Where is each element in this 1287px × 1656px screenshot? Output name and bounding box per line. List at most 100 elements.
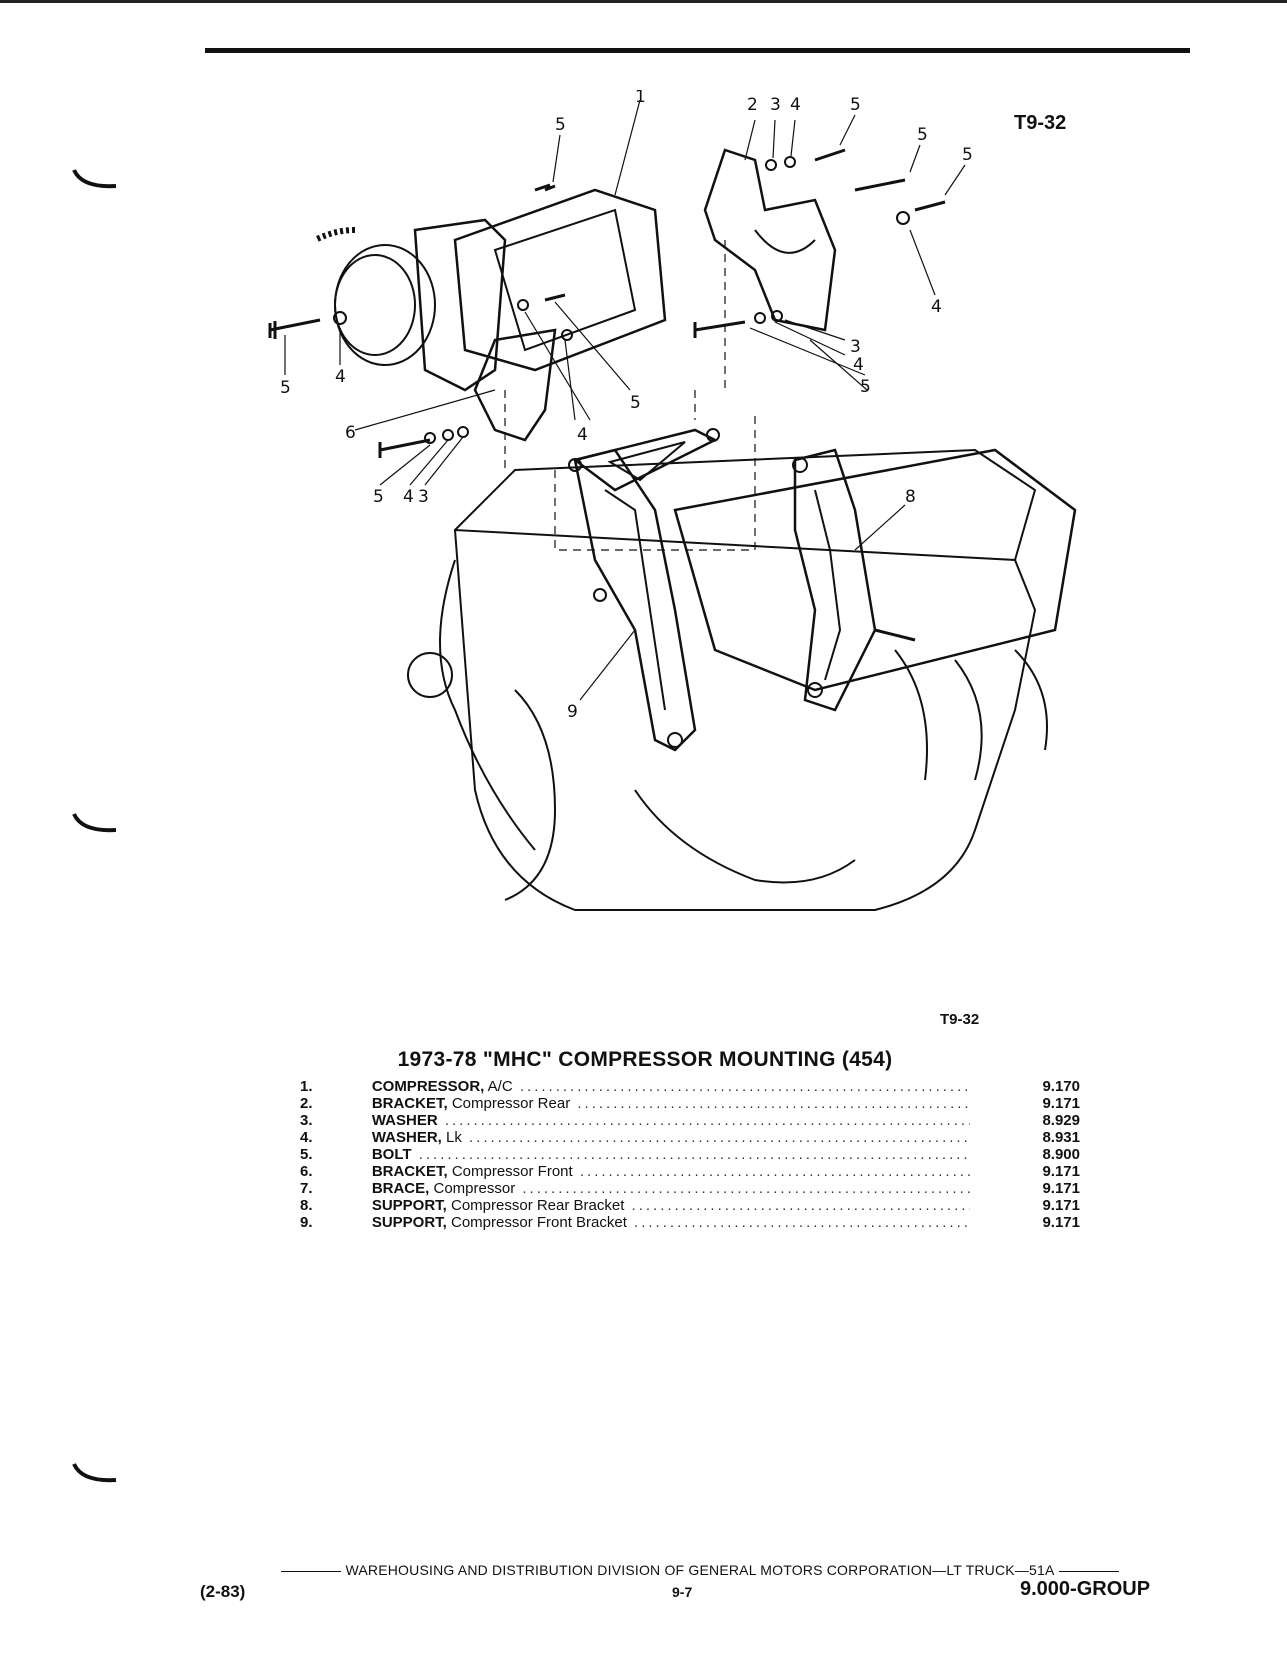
callout-5g: 5 xyxy=(860,377,871,397)
callout-4c: 4 xyxy=(335,367,346,387)
callout-3a: 3 xyxy=(770,95,781,115)
bolts xyxy=(268,148,946,458)
part-name: WASHER, xyxy=(371,1129,442,1146)
compressor-front-bracket xyxy=(473,328,557,442)
top-rule xyxy=(205,48,1190,53)
part-name: BRACKET, xyxy=(371,1163,448,1180)
part-description: WASHER .................................… xyxy=(372,1112,970,1129)
callout-6: 6 xyxy=(345,423,356,443)
callout-3b: 3 xyxy=(850,337,861,357)
rear-bracket-support xyxy=(792,448,916,712)
part-reference: 8.900 xyxy=(1042,1146,1080,1163)
callout-5a: 5 xyxy=(850,95,861,115)
callout-5e: 5 xyxy=(280,378,291,398)
footer-publisher-text: WAREHOUSING AND DISTRIBUTION DIVISION OF… xyxy=(345,1562,1055,1578)
part-description: BRACKET, Compressor Front ..............… xyxy=(372,1163,970,1180)
part-description: COMPRESSOR, A/C ........................… xyxy=(372,1078,970,1095)
footer-group: 9.000-GROUP xyxy=(1020,1578,1151,1600)
part-number: 4. xyxy=(300,1129,313,1146)
part-detail: Compressor Rear xyxy=(447,1095,571,1112)
part-description: WASHER, Lk .............................… xyxy=(372,1129,970,1146)
engine-block xyxy=(407,448,1077,911)
parts-list-item: 1. COMPRESSOR, A/C ......................… xyxy=(300,1078,1080,1095)
washers xyxy=(333,156,910,444)
parts-list-item: 3. WASHER ...............................… xyxy=(300,1112,1080,1129)
parts-list-item: 9. SUPPORT, Compressor Front Bracket ....… xyxy=(300,1214,1080,1231)
part-reference: 8.929 xyxy=(1042,1112,1080,1129)
parts-list-item: 7. BRACE, Compressor ....................… xyxy=(300,1180,1080,1197)
callout-numbers: 1 2 3 4 5 5 5 5 4 5 4 6 4 5 3 4 5 5 4 3 … xyxy=(280,90,973,722)
compressor-brace xyxy=(572,428,720,492)
part-number: 9. xyxy=(300,1214,313,1231)
callout-4a: 4 xyxy=(790,95,801,115)
compressor-rear-bracket xyxy=(703,148,837,332)
callout-4b: 4 xyxy=(931,297,942,317)
dot-leader: ........................................… xyxy=(437,1112,971,1129)
part-reference: 9.171 xyxy=(1042,1163,1080,1180)
part-reference: 9.170 xyxy=(1042,1078,1080,1095)
figure-tag-bottom: T9-32 xyxy=(940,1011,980,1028)
part-detail: Lk xyxy=(441,1129,462,1146)
callout-5b: 5 xyxy=(555,115,566,135)
part-number: 8. xyxy=(300,1197,313,1214)
footer-publisher-line: WAREHOUSING AND DISTRIBUTION DIVISION OF… xyxy=(230,1562,1170,1578)
page-edge xyxy=(0,0,1287,3)
binder-mark-bottom xyxy=(72,1463,117,1483)
callout-leaders xyxy=(284,99,966,701)
part-reference: 8.931 xyxy=(1042,1129,1080,1146)
binder-mark-middle xyxy=(72,813,117,833)
footer-date: (2-83) xyxy=(200,1582,246,1601)
part-reference: 9.171 xyxy=(1042,1095,1080,1112)
callout-4d: 4 xyxy=(577,425,588,445)
parts-list-item: 5. BOLT .................................… xyxy=(300,1146,1080,1163)
page-title: 1973-78 "MHC" COMPRESSOR MOUNTING (454) xyxy=(397,1048,893,1071)
exploded-lines xyxy=(504,240,756,551)
compressor-body xyxy=(313,188,667,392)
dot-leader: ........................................… xyxy=(634,1214,971,1231)
part-name: WASHER xyxy=(371,1112,438,1129)
part-reference: 9.171 xyxy=(1042,1214,1080,1231)
dot-leader: ........................................… xyxy=(522,1180,970,1197)
callout-5d: 5 xyxy=(962,145,973,165)
part-number: 6. xyxy=(300,1163,313,1180)
callout-5c: 5 xyxy=(917,125,928,145)
callout-5f: 5 xyxy=(630,393,641,413)
callout-9: 9 xyxy=(567,702,578,722)
part-detail: Compressor Front Bracket xyxy=(446,1214,627,1231)
part-description: SUPPORT, Compressor Rear Bracket .......… xyxy=(372,1197,970,1214)
part-description: BRACE, Compressor ......................… xyxy=(372,1180,970,1197)
part-description: BRACKET, Compressor Rear ...............… xyxy=(372,1095,970,1112)
part-detail: A/C xyxy=(484,1078,513,1095)
parts-list-item: 8. SUPPORT, Compressor Rear Bracket .....… xyxy=(300,1197,1080,1214)
part-number: 5. xyxy=(300,1146,313,1163)
parts-list-item: 6. BRACKET, Compressor Front ............… xyxy=(300,1163,1080,1180)
callout-3c: 3 xyxy=(418,487,429,507)
part-detail: Compressor xyxy=(429,1180,516,1197)
dot-leader: ........................................… xyxy=(579,1163,970,1180)
part-name: BOLT xyxy=(371,1146,412,1163)
dot-leader: ........................................… xyxy=(411,1146,971,1163)
part-number: 3. xyxy=(300,1112,313,1129)
exploded-diagram: 1 2 3 4 5 5 5 5 4 5 4 6 4 5 3 4 5 5 4 3 … xyxy=(268,90,1077,911)
part-name: SUPPORT, xyxy=(371,1197,447,1214)
part-name: BRACE, xyxy=(371,1180,430,1197)
callout-4e: 4 xyxy=(853,355,864,375)
parts-list-item: 2. BRACKET, Compressor Rear .............… xyxy=(300,1095,1080,1112)
part-reference: 9.171 xyxy=(1042,1180,1080,1197)
part-name: BRACKET, xyxy=(371,1095,448,1112)
dot-leader: ........................................… xyxy=(519,1078,970,1095)
callout-1: 1 xyxy=(635,90,646,107)
front-bracket-support xyxy=(568,448,697,752)
part-name: COMPRESSOR, xyxy=(371,1078,485,1095)
part-number: 7. xyxy=(300,1180,313,1197)
part-reference: 9.171 xyxy=(1042,1197,1080,1214)
dot-leader: ........................................… xyxy=(631,1197,971,1214)
part-number: 2. xyxy=(300,1095,313,1112)
part-detail: Compressor Front xyxy=(447,1163,573,1180)
parts-list: 1. COMPRESSOR, A/C ......................… xyxy=(300,1078,1080,1231)
part-description: SUPPORT, Compressor Front Bracket ......… xyxy=(372,1214,970,1231)
callout-2: 2 xyxy=(747,95,758,115)
binder-mark-top xyxy=(72,169,117,189)
part-number: 1. xyxy=(300,1078,313,1095)
footer-dash-left xyxy=(281,1570,342,1572)
